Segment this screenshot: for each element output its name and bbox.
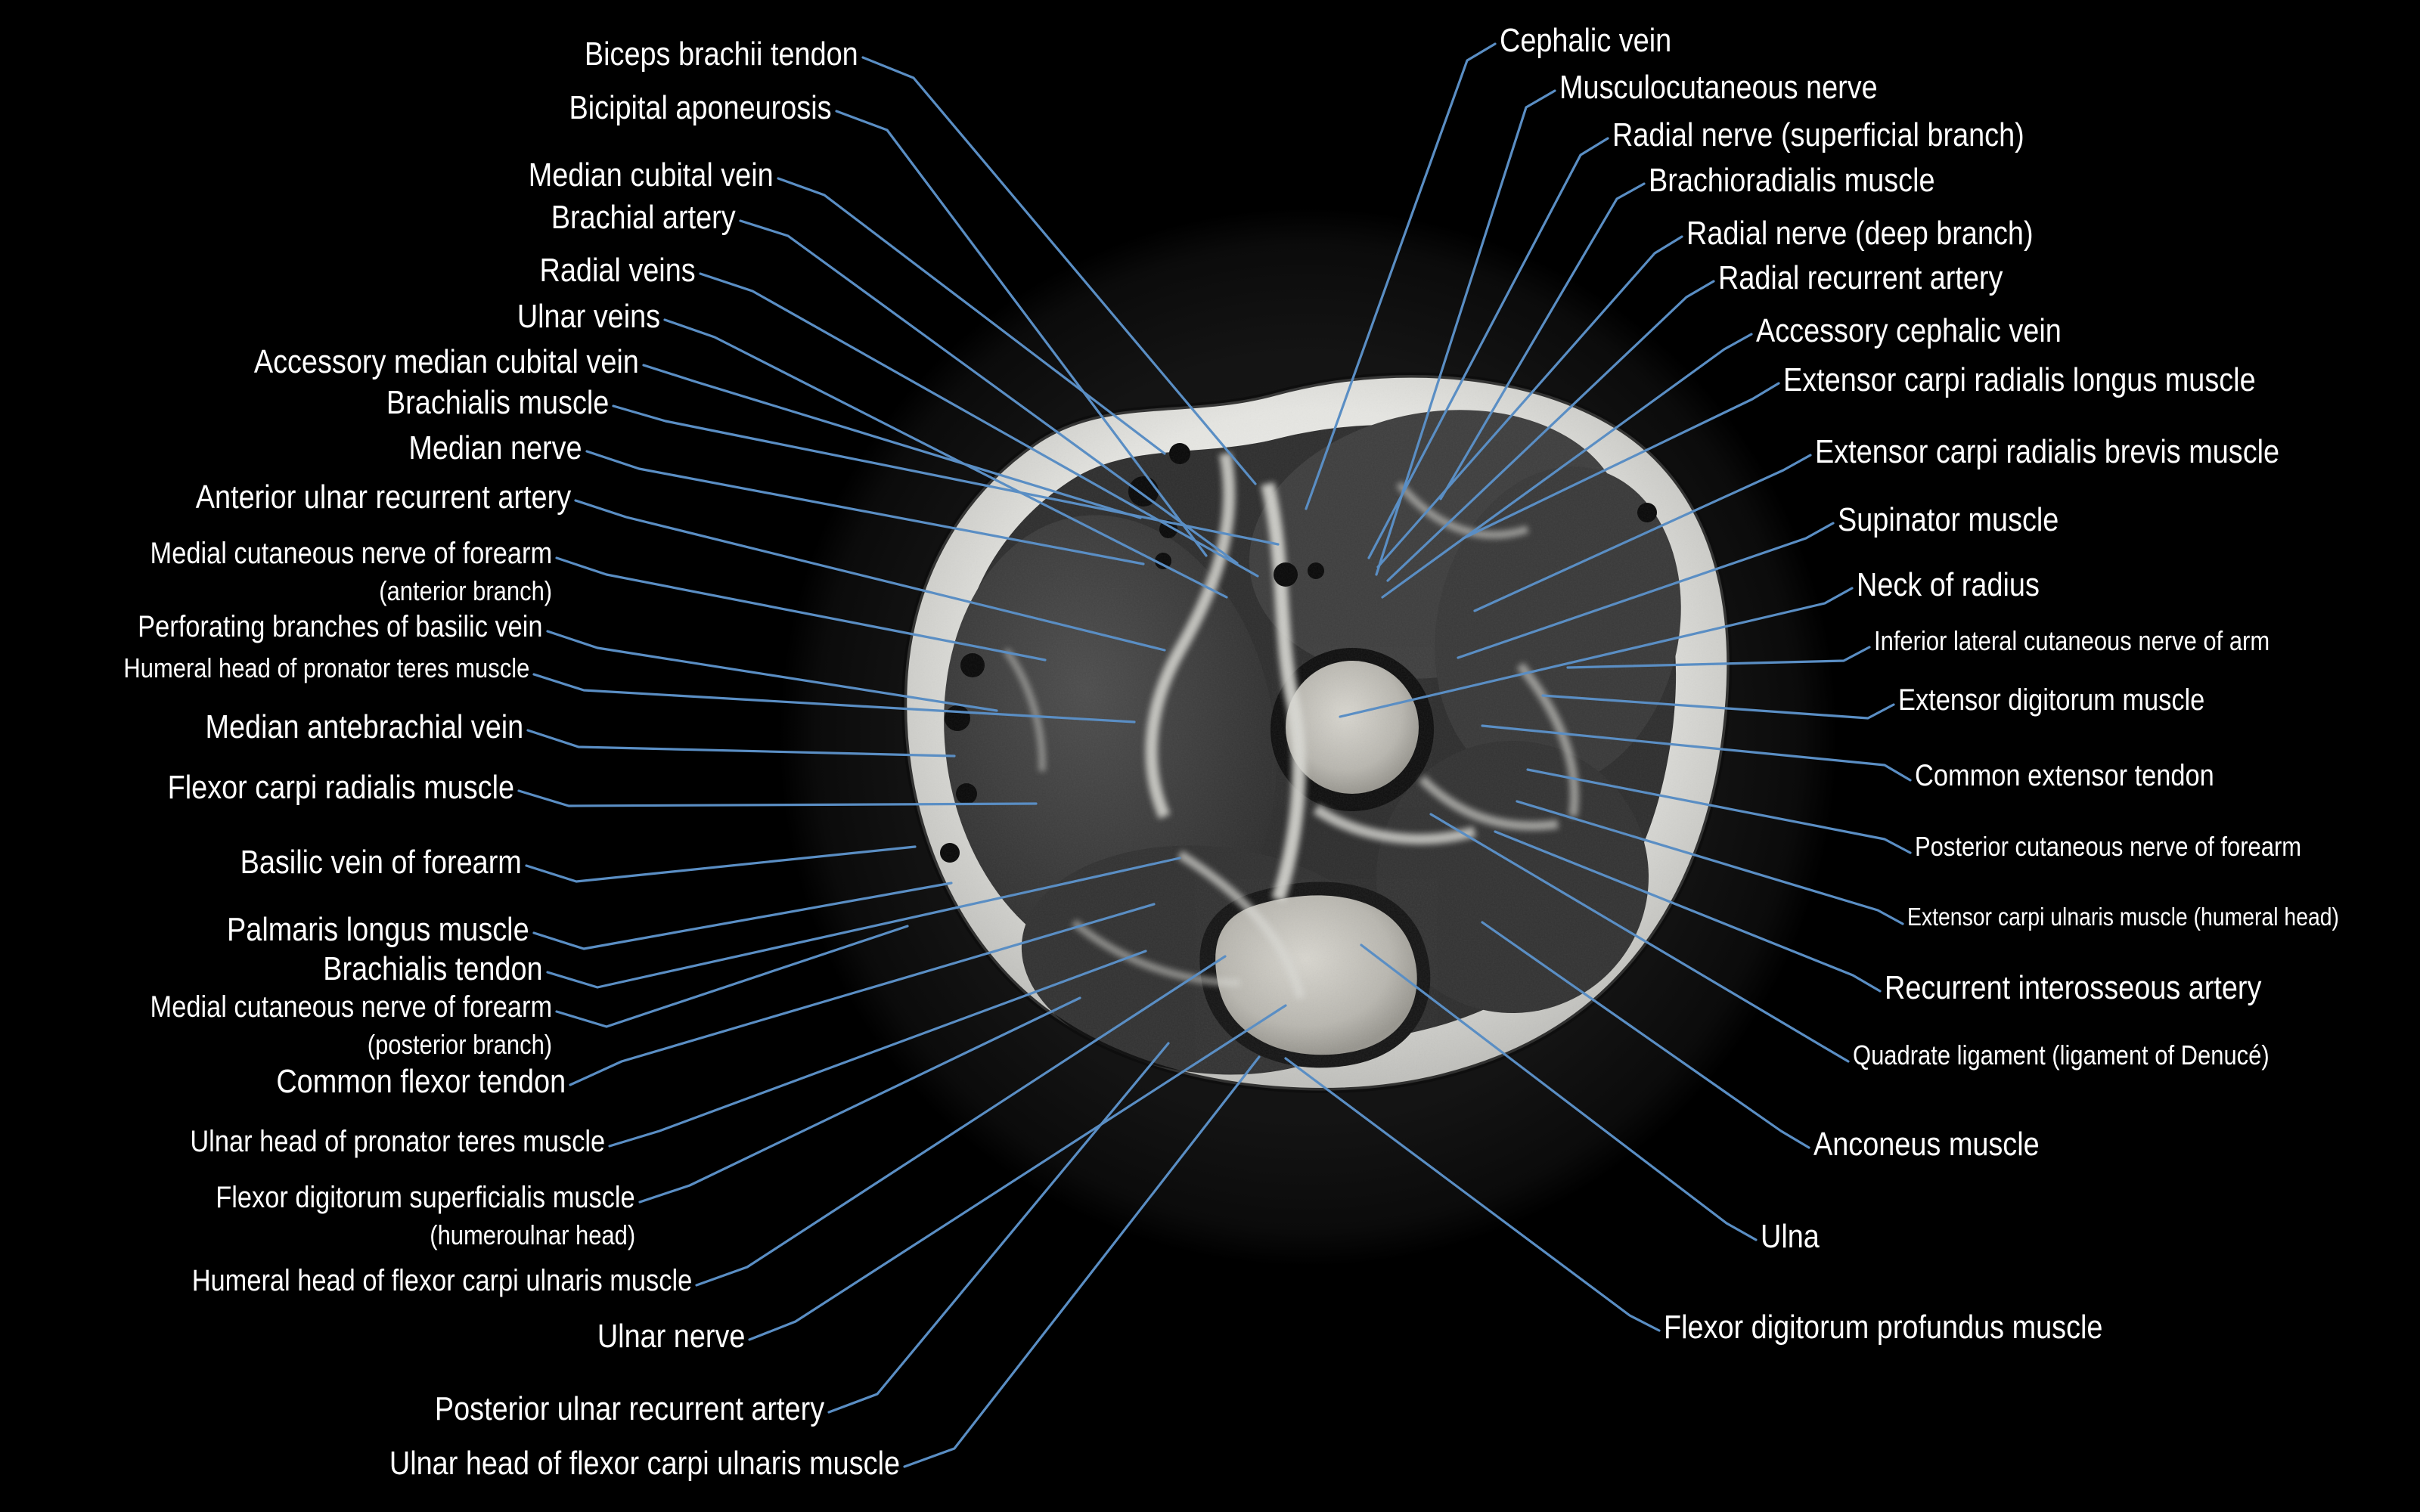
label-brachialis-tendon: Brachialis tendon <box>323 950 543 987</box>
label-basilic-vein-of-forearm: Basilic vein of forearm <box>240 844 522 881</box>
label-accessory-cephalic-vein: Accessory cephalic vein <box>1756 312 2062 349</box>
label-humeral-head-flexor-carpi-ulnaris: Humeral head of flexor carpi ulnaris mus… <box>191 1264 692 1297</box>
label-brachial-artery: Brachial artery <box>551 199 736 236</box>
label-bicipital-aponeurosis: Bicipital aponeurosis <box>569 89 832 126</box>
label-quadrate-ligament: Quadrate ligament (ligament of Denucé) <box>1853 1040 2270 1070</box>
label-medial-cutaneous-nerve-ant-br: (anterior branch) <box>379 575 552 606</box>
label-median-antebrachial-vein: Median antebrachial vein <box>205 708 523 745</box>
label-extensor-carpi-radialis-brevis: Extensor carpi radialis brevis muscle <box>1815 433 2280 470</box>
label-extensor-carpi-ulnaris-humeral: Extensor carpi ulnaris muscle (humeral h… <box>1907 903 2339 931</box>
label-flexor-carpi-radialis-muscle: Flexor carpi radialis muscle <box>167 769 514 806</box>
label-ulna: Ulna <box>1761 1218 1820 1255</box>
label-humeral-head-pronator-teres: Humeral head of pronator teres muscle <box>123 652 529 683</box>
label-radial-recurrent-artery: Radial recurrent artery <box>1718 259 2003 296</box>
label-flexor-digitorum-superficialis-h: (humeroulnar head) <box>430 1219 635 1250</box>
label-extensor-carpi-radialis-longus: Extensor carpi radialis longus muscle <box>1783 361 2256 398</box>
label-posterior-ulnar-recurrent-artery: Posterior ulnar recurrent artery <box>434 1390 824 1427</box>
label-anconeus-muscle: Anconeus muscle <box>1813 1126 2040 1163</box>
label-inferior-lateral-cutaneous-nerve: Inferior lateral cutaneous nerve of arm <box>1874 625 2270 656</box>
label-accessory-median-cubital-vein: Accessory median cubital vein <box>254 343 639 380</box>
label-radial-nerve-superficial: Radial nerve (superficial branch) <box>1612 116 2024 153</box>
label-musculocutaneous-nerve: Musculocutaneous nerve <box>1559 69 1878 106</box>
label-medial-cutaneous-nerve-ant: Medial cutaneous nerve of forearm <box>150 537 552 570</box>
label-brachioradialis-muscle: Brachioradialis muscle <box>1649 162 1935 199</box>
label-median-cubital-vein: Median cubital vein <box>529 156 774 194</box>
label-ulnar-nerve: Ulnar nerve <box>597 1318 745 1355</box>
label-brachialis-muscle: Brachialis muscle <box>386 384 609 421</box>
label-median-nerve: Median nerve <box>408 429 582 466</box>
label-radial-nerve-deep: Radial nerve (deep branch) <box>1686 215 2034 252</box>
label-biceps-brachii-tendon: Biceps brachii tendon <box>585 36 858 73</box>
label-recurrent-interosseous-artery: Recurrent interosseous artery <box>1885 969 2262 1006</box>
label-ulnar-head-pronator-teres: Ulnar head of pronator teres muscle <box>190 1125 605 1158</box>
label-medial-cutaneous-nerve-post: Medial cutaneous nerve of forearm <box>150 990 552 1024</box>
label-medial-cutaneous-nerve-post-br: (posterior branch) <box>367 1029 552 1060</box>
label-flexor-digitorum-profundus: Flexor digitorum profundus muscle <box>1664 1309 2103 1346</box>
label-supinator-muscle: Supinator muscle <box>1838 501 2059 538</box>
label-extensor-digitorum-muscle: Extensor digitorum muscle <box>1898 683 2205 717</box>
label-ulnar-head-flexor-carpi-ulnaris: Ulnar head of flexor carpi ulnaris muscl… <box>389 1445 900 1482</box>
label-anterior-ulnar-recurrent-artery: Anterior ulnar recurrent artery <box>195 479 571 516</box>
label-cephalic-vein: Cephalic vein <box>1500 22 1672 59</box>
label-palmaris-longus-muscle: Palmaris longus muscle <box>227 911 529 948</box>
label-perforating-branches-basilic-vein: Perforating branches of basilic vein <box>138 610 543 643</box>
label-flexor-digitorum-superficialis: Flexor digitorum superficialis muscle <box>216 1181 635 1214</box>
label-ulnar-veins: Ulnar veins <box>517 298 660 335</box>
label-posterior-cutaneous-nerve-forearm: Posterior cutaneous nerve of forearm <box>1915 831 2302 862</box>
label-common-flexor-tendon: Common flexor tendon <box>276 1063 566 1100</box>
label-neck-of-radius: Neck of radius <box>1857 566 2040 603</box>
label-radial-veins: Radial veins <box>539 252 696 289</box>
label-common-extensor-tendon: Common extensor tendon <box>1915 759 2214 792</box>
